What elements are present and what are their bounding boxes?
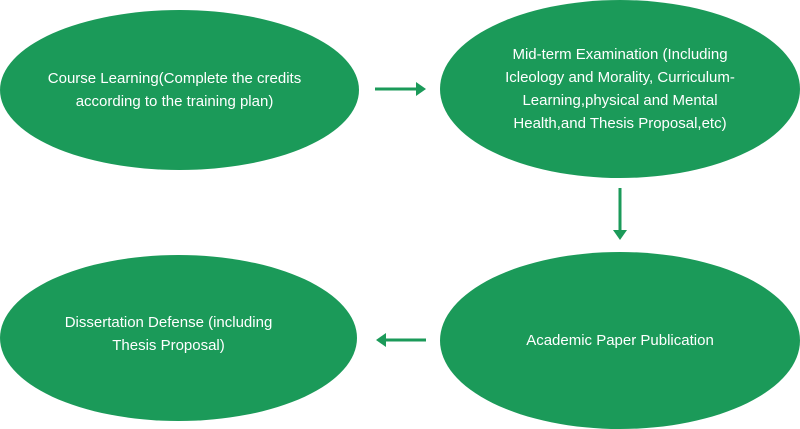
node-midterm-examination: Mid-term Examination (Including Icleolog… [440, 0, 800, 178]
node-text-line: Course Learning(Complete the credits [47, 70, 302, 87]
node-course-learning: Course Learning(Complete the credits acc… [0, 10, 359, 170]
node-text-line: Icleology and Morality, Curriculum- [505, 69, 735, 86]
node-text-line: Learning,physical and Mental [522, 92, 718, 109]
node-text-line: Health,and Thesis Proposal,etc) [513, 115, 727, 132]
arrow-down-icon [613, 188, 627, 240]
node-text-line: according to the training plan) [75, 93, 274, 110]
arrow-right-icon [375, 82, 426, 96]
arrow-left-icon [376, 333, 426, 347]
node-text-line: Mid-term Examination (Including [512, 46, 728, 63]
node-text-line: Academic Paper Publication [526, 332, 714, 349]
node-dissertation-defense: Dissertation Defense (including Thesis P… [0, 255, 357, 421]
node-text-line: Dissertation Defense (including [64, 314, 273, 331]
node-academic-paper-publication: Academic Paper Publication [440, 252, 800, 429]
node-text-line: Thesis Proposal) [112, 337, 225, 354]
